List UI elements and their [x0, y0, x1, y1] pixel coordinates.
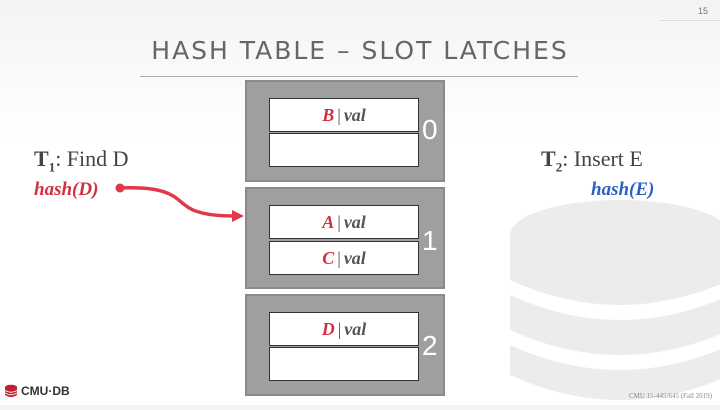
t1-subscript: 1	[48, 159, 56, 175]
t2-name: T	[541, 146, 556, 171]
t2-action: : Insert E	[562, 146, 643, 171]
slot-empty	[269, 133, 419, 167]
slot-value: val	[343, 104, 366, 125]
t2-subscript: 2	[555, 159, 563, 175]
t1-action: : Find D	[55, 146, 129, 171]
slot-key: C	[322, 247, 335, 268]
slide-title: HASH TABLE – SLOT LATCHES	[151, 36, 569, 65]
slot-c: C | val	[269, 241, 419, 275]
t1-label: T1: Find D	[34, 146, 129, 175]
slot-separator: |	[337, 318, 342, 339]
logo-text: CMU·DB	[21, 384, 70, 398]
title-divider	[140, 76, 578, 77]
slot-a: A | val	[269, 205, 419, 239]
t2-hash-call: hash(E)	[591, 179, 655, 200]
slot-d: D | val	[269, 312, 419, 346]
hash-bucket-2: D | val 2	[245, 294, 445, 396]
page-number-divider	[660, 20, 720, 21]
course-footer: CMU 15-445/645 (Fall 2019)	[628, 392, 712, 400]
slot-value: val	[343, 247, 366, 268]
hash-bucket-1: A | val C | val 1	[245, 187, 445, 289]
bucket-index: 0	[422, 114, 438, 145]
t1-hash-call: hash(D)	[34, 179, 99, 200]
slot-key: D	[321, 318, 335, 339]
database-watermark-icon	[510, 200, 720, 400]
slot-value: val	[343, 211, 366, 232]
slot-separator: |	[337, 211, 341, 232]
bucket-index: 1	[422, 225, 438, 256]
slot-key: B	[322, 104, 335, 125]
arrow-head-icon	[232, 210, 244, 222]
slot-separator: |	[337, 104, 341, 125]
page-number: 15	[697, 6, 708, 16]
t2-label: T2: Insert E	[541, 146, 643, 175]
arrow-path	[118, 186, 236, 218]
slot-empty	[269, 347, 419, 381]
slot-separator: |	[337, 247, 341, 268]
hash-bucket-0: B | val 0	[245, 80, 445, 182]
slot-key: A	[322, 211, 335, 232]
t1-name: T	[34, 146, 49, 171]
database-logo-icon	[4, 384, 18, 397]
cmu-db-logo: CMU·DB	[4, 384, 70, 398]
slot-b: B | val	[269, 98, 419, 132]
slot-value: val	[344, 318, 367, 339]
bucket-index: 2	[422, 330, 438, 361]
